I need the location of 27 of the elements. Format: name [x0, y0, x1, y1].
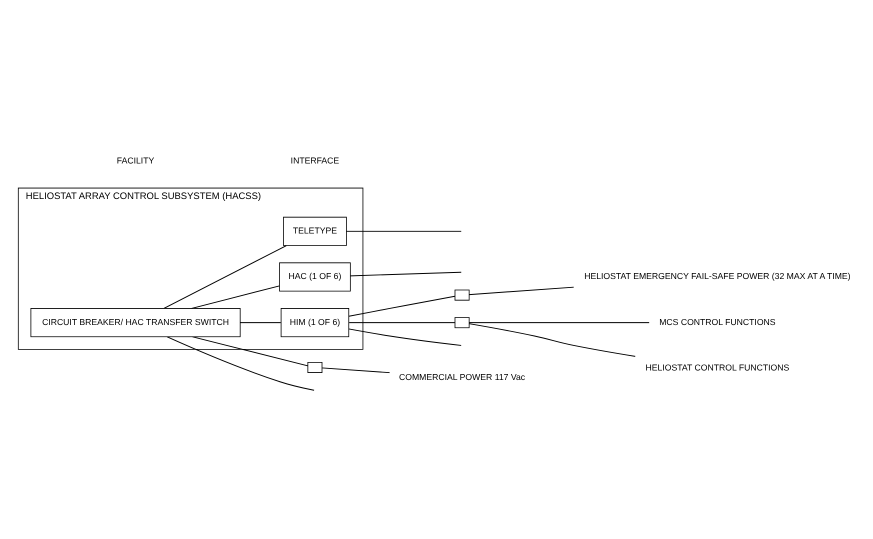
connector	[468, 286, 574, 296]
connector	[348, 328, 462, 346]
node-text: MCS CONTROL FUNCTIONS	[659, 316, 776, 327]
connector	[164, 245, 287, 309]
node-box	[454, 317, 470, 328]
connector	[468, 322, 650, 324]
node-box: HIM (1 OF 6)	[280, 308, 350, 338]
node-box	[307, 362, 322, 373]
node-box: HAC (1 OF 6)	[279, 262, 351, 292]
node-box: TELETYPE	[283, 216, 347, 246]
node-text: COMMERCIAL POWER 117 Vac	[399, 372, 526, 382]
connector	[350, 272, 462, 276]
connector	[192, 336, 308, 366]
connector	[322, 367, 390, 374]
label: FACILITY	[116, 156, 154, 166]
connector	[240, 322, 282, 324]
label: INTERFACE	[290, 156, 340, 166]
node-text: HELIOSTAT CONTROL FUNCTIONS	[646, 362, 790, 372]
node-box	[454, 290, 470, 301]
connector	[348, 296, 456, 317]
connector	[346, 230, 462, 232]
connector	[191, 285, 280, 309]
connector	[348, 322, 456, 324]
node-text: HELIOSTAT EMERGENCY FAIL-SAFE POWER (32 MAX AT A TIME)	[584, 271, 851, 282]
connector	[166, 336, 315, 391]
node-box: CIRCUIT BREAKER/ HAC TRANSFER SWITCH	[30, 308, 241, 338]
connector	[468, 323, 636, 357]
